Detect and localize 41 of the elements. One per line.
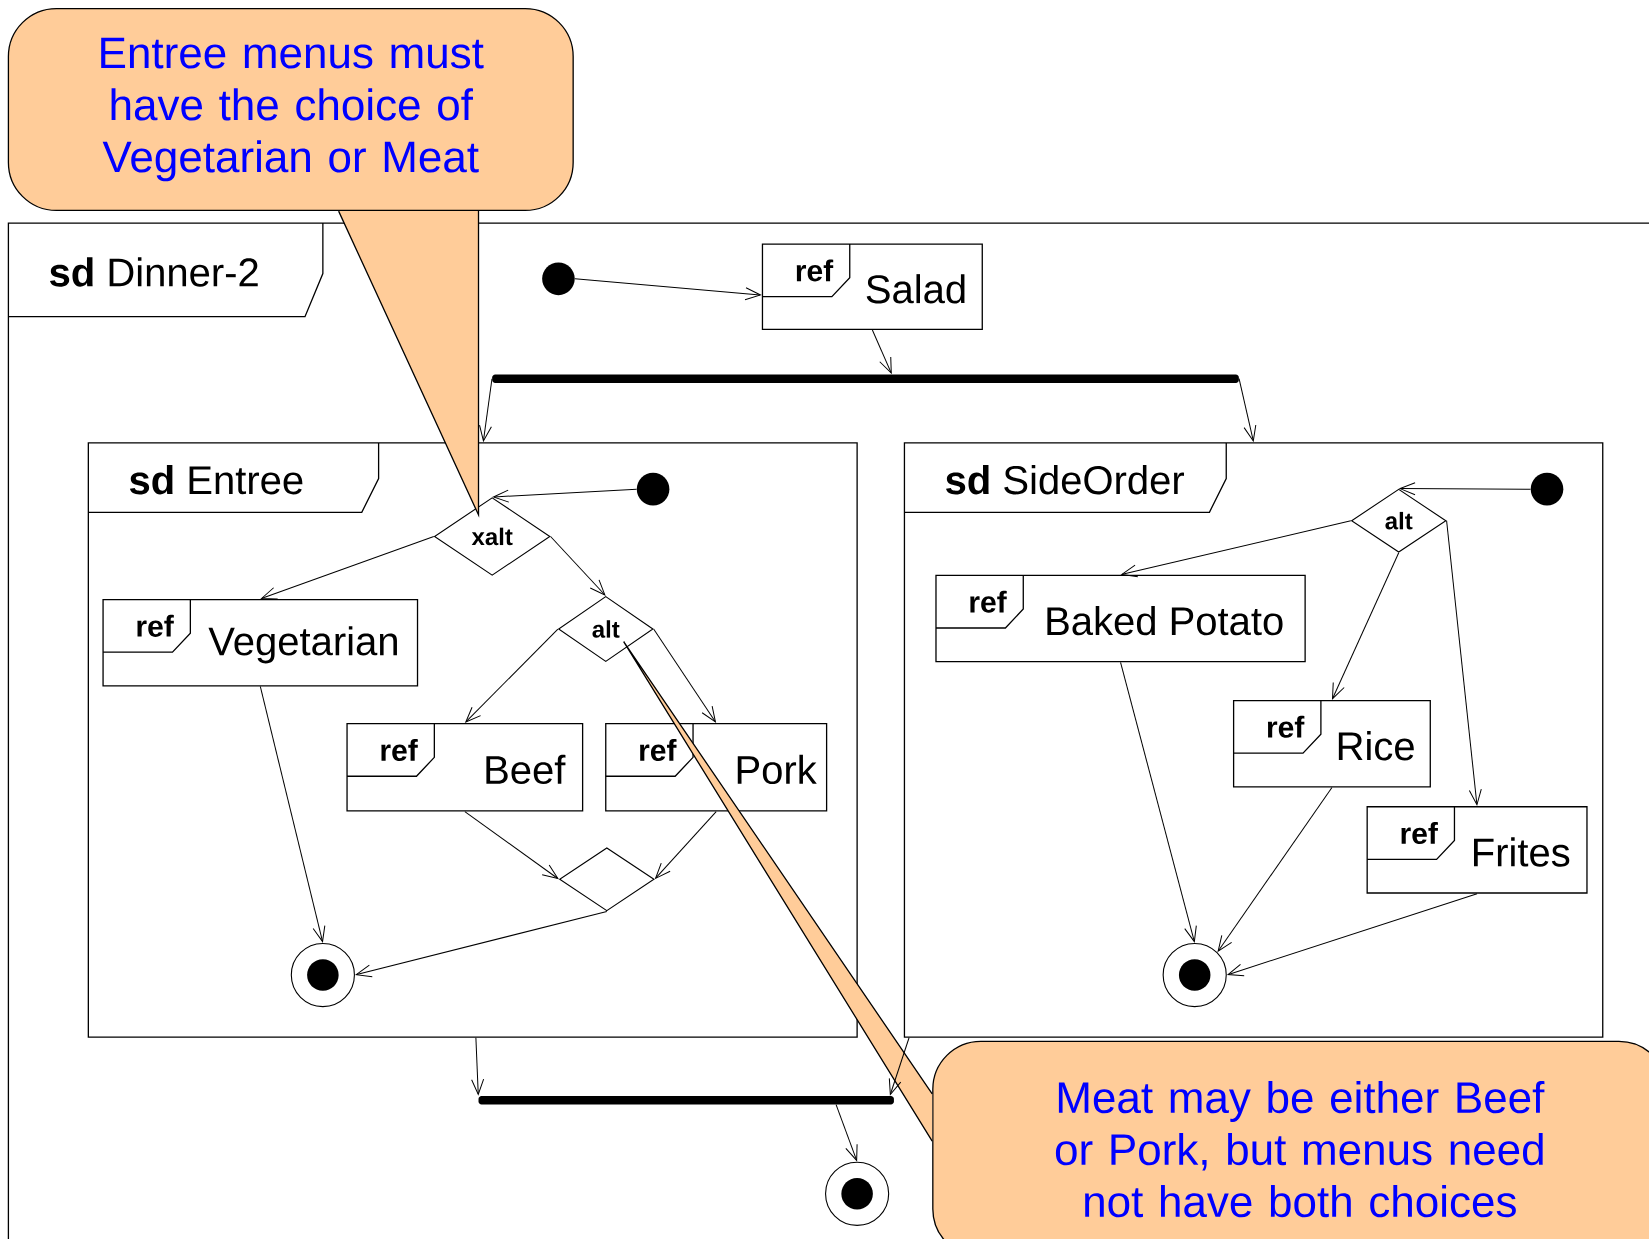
arrow xyxy=(355,910,608,978)
arrow xyxy=(1332,552,1400,700)
ref-box: ref Rice xyxy=(1232,699,1431,788)
merge-diamond xyxy=(558,847,655,912)
arrow xyxy=(493,488,638,503)
ref-box: ref Baked Potato xyxy=(935,574,1306,663)
arrow xyxy=(259,685,326,943)
arrow xyxy=(479,378,493,442)
initial-node xyxy=(542,262,575,296)
arrow xyxy=(465,628,559,723)
arrow xyxy=(550,536,606,596)
ref-box: ref Frites xyxy=(1366,806,1588,894)
arrow xyxy=(1399,482,1531,496)
ref-box: ref Salad xyxy=(761,243,983,330)
arrow xyxy=(1238,378,1257,442)
final-node xyxy=(1162,942,1227,1008)
arrow xyxy=(1121,520,1352,578)
arrow xyxy=(1227,893,1478,977)
arrow xyxy=(574,278,761,301)
arrow xyxy=(1120,661,1197,943)
arrow xyxy=(871,329,892,374)
arrow xyxy=(261,536,435,600)
callout-bubble: Meat may be either Beef or Pork, but menus need not have both choices xyxy=(932,1040,1649,1239)
ref-box: ref Vegetarian xyxy=(102,598,419,687)
sync-bar xyxy=(478,1095,894,1105)
initial-node xyxy=(636,472,670,506)
final-node xyxy=(825,1161,890,1226)
arrow xyxy=(835,1104,858,1161)
sync-bar xyxy=(492,374,1239,383)
arrow xyxy=(655,811,717,879)
final-node xyxy=(290,942,355,1008)
arrow xyxy=(653,628,716,723)
arrow xyxy=(888,1037,910,1095)
arrow xyxy=(471,1037,485,1095)
ref-box: ref Beef xyxy=(346,723,584,812)
arrow xyxy=(1217,786,1333,952)
ref-box: ref Pork xyxy=(605,723,828,812)
leader-line xyxy=(338,210,480,518)
initial-node xyxy=(1530,472,1564,506)
arrow xyxy=(1446,520,1482,806)
arrow xyxy=(464,811,559,880)
